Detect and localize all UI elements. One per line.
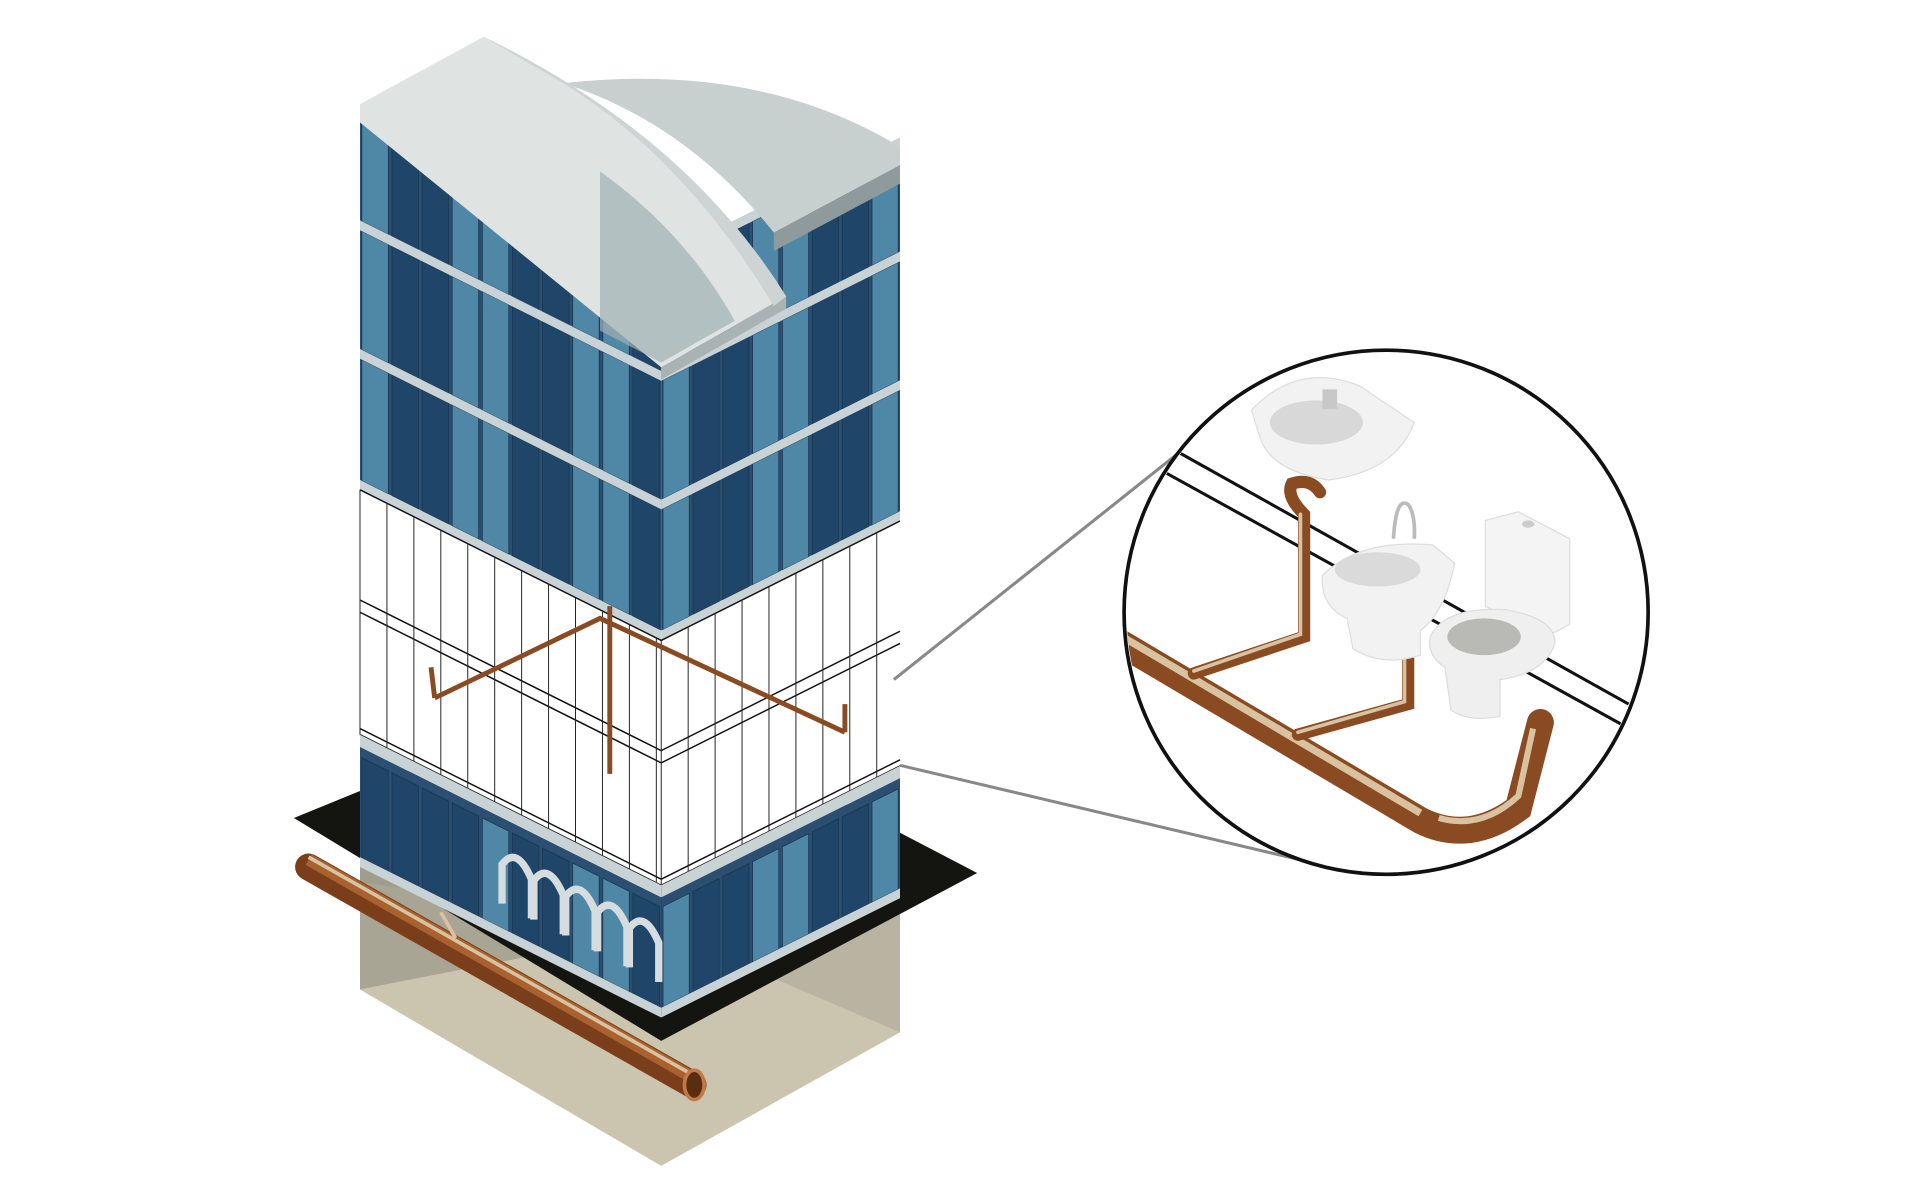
- window-pane: [752, 321, 780, 455]
- floor-band: [360, 480, 662, 641]
- window-pane: [782, 435, 809, 571]
- window-pane: [752, 847, 780, 963]
- window-pane: [722, 862, 750, 978]
- window-pane: [841, 276, 869, 410]
- window-pane: [361, 359, 389, 495]
- bidet: [1321, 501, 1456, 661]
- window-pane: [451, 404, 480, 540]
- window-pane: [542, 320, 570, 455]
- floor-band: [661, 765, 900, 898]
- window-pane: [662, 892, 690, 1008]
- window-pane: [602, 479, 630, 616]
- underground-sewer-pipe: [295, 853, 707, 1102]
- window-pane: [692, 351, 720, 485]
- window-pane: [451, 802, 480, 918]
- main-drain-pipe: [1126, 629, 1554, 844]
- window-pane: [752, 450, 780, 586]
- floor-band: [360, 348, 662, 510]
- building-roof: [360, 36, 900, 380]
- window-pane: [722, 336, 750, 470]
- floor-band: [360, 734, 662, 898]
- window-pane: [421, 389, 449, 525]
- floor-facade-right: [661, 251, 900, 500]
- window-pane: [451, 275, 480, 409]
- window-pane: [481, 290, 510, 424]
- window-pane: [391, 772, 419, 887]
- window-pane: [602, 351, 630, 485]
- window-pane: [421, 260, 449, 394]
- window-pane: [662, 366, 690, 500]
- window-pane: [512, 305, 540, 440]
- window-pane: [871, 390, 899, 526]
- window-pane: [572, 335, 600, 470]
- window-pane: [782, 833, 809, 948]
- floor-band: [661, 511, 900, 641]
- window-pane: [542, 449, 570, 586]
- window-pane: [391, 374, 419, 510]
- window-pane: [811, 291, 839, 425]
- floor-band: [360, 220, 662, 381]
- window-pane: [361, 757, 389, 872]
- window-pane: [512, 434, 540, 571]
- window-pane: [811, 420, 839, 556]
- toilet: [1429, 511, 1571, 719]
- window-pane: [841, 405, 869, 541]
- window-pane: [692, 877, 720, 993]
- window-pane: [421, 787, 449, 903]
- window-pane: [871, 261, 899, 395]
- window-pane: [871, 788, 899, 903]
- arcade-arch: [625, 917, 663, 983]
- bathroom-detail: [1126, 376, 1630, 844]
- window-pane: [841, 803, 869, 918]
- window-pane: [782, 306, 809, 440]
- floor-facade-right: [661, 380, 900, 631]
- branch-pipes: [1187, 475, 1415, 741]
- building-base: [360, 857, 662, 1018]
- window-pane: [481, 419, 510, 555]
- washbasin: [1250, 376, 1416, 481]
- window-pane: [361, 230, 389, 364]
- window-pane: [722, 464, 750, 601]
- ground-floor-right: [661, 778, 900, 1008]
- window-pane: [391, 245, 419, 379]
- window-pane: [662, 494, 690, 631]
- window-pane: [572, 464, 600, 601]
- building-base: [661, 888, 900, 1018]
- floor-band: [661, 380, 900, 510]
- window-pane: [692, 479, 720, 616]
- interior-plumbing-pipes: [428, 606, 848, 774]
- floor-band: [661, 251, 900, 381]
- window-pane: [632, 366, 660, 500]
- window-pane: [632, 494, 660, 631]
- window-pane: [811, 818, 839, 933]
